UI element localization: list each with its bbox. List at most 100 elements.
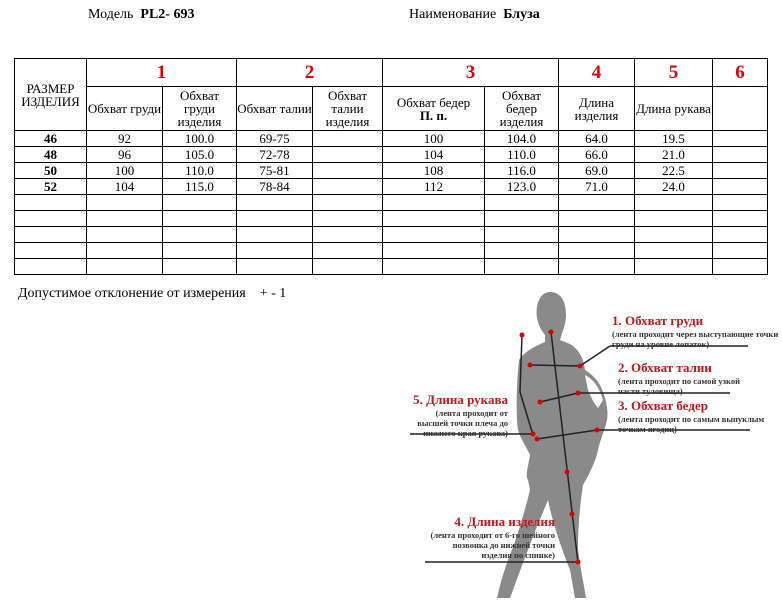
col-header: Обхват талии — [236, 86, 313, 131]
value-cell — [558, 242, 635, 259]
measure-2: 2. Обхват талии(лента проходит по самой … — [618, 360, 758, 396]
measure-5-desc: (лента проходит от высшей точки плеча до… — [417, 408, 508, 438]
col-header-text: Обхват бедер — [396, 94, 471, 110]
value-cell — [712, 194, 768, 211]
value-cell — [712, 242, 768, 259]
size-cell — [14, 226, 87, 243]
value-cell — [484, 258, 559, 275]
value-cell — [634, 242, 713, 259]
col-header: Обхват груди изделия — [162, 86, 237, 131]
tolerance-value: + - 1 — [259, 286, 287, 301]
value-cell: 75-81 — [236, 162, 313, 179]
table-row — [14, 258, 768, 275]
value-cell: 108 — [382, 162, 485, 179]
group-6: 6 — [712, 58, 768, 87]
body-measurement-diagram — [410, 292, 750, 598]
col-header — [712, 86, 768, 131]
col-header: Длина рукава — [634, 86, 713, 131]
value-cell: 115.0 — [162, 178, 237, 195]
value-cell: 69-75 — [236, 130, 313, 147]
value-cell — [484, 242, 559, 259]
model-label: Модель — [88, 7, 134, 22]
value-cell — [558, 258, 635, 275]
value-cell — [86, 194, 163, 211]
group-4: 4 — [558, 58, 635, 87]
table-row — [14, 210, 768, 227]
value-cell: 100.0 — [162, 130, 237, 147]
value-cell: 78-84 — [236, 178, 313, 195]
size-cell: 48 — [14, 146, 87, 163]
tolerance: Допустимое отклонение от измерения + - 1 — [18, 286, 286, 302]
value-cell — [484, 194, 559, 211]
col-header: Длина изделия — [558, 86, 635, 131]
value-cell — [236, 242, 313, 259]
value-cell — [86, 226, 163, 243]
value-cell — [312, 130, 383, 147]
group-1: 1 — [86, 58, 237, 87]
col-header: Обхват талии изделия — [312, 86, 383, 131]
value-cell — [634, 258, 713, 275]
value-cell: 104 — [86, 178, 163, 195]
name-value: Блуза — [503, 7, 540, 22]
value-cell — [236, 210, 313, 227]
value-cell — [382, 210, 485, 227]
table-row — [14, 194, 768, 211]
value-cell — [162, 194, 237, 211]
value-cell — [558, 226, 635, 243]
value-cell — [86, 258, 163, 275]
value-cell: 105.0 — [162, 146, 237, 163]
value-cell — [712, 226, 768, 243]
value-cell — [382, 226, 485, 243]
value-cell — [712, 258, 768, 275]
table-row — [14, 226, 768, 243]
value-cell — [634, 226, 713, 243]
value-cell — [382, 194, 485, 211]
value-cell: 100 — [86, 162, 163, 179]
tolerance-label: Допустимое отклонение от измерения — [18, 286, 246, 301]
value-cell — [712, 162, 768, 179]
size-cell: 52 — [14, 178, 87, 195]
silhouette — [497, 292, 608, 598]
value-cell — [162, 226, 237, 243]
measure-4: 4. Длина изделия(лента проходит от 6-го … — [425, 514, 555, 560]
value-cell — [162, 242, 237, 259]
value-cell — [712, 178, 768, 195]
model-value: PL2- 693 — [140, 7, 195, 22]
col-header: Обхват бедер изделия — [484, 86, 559, 131]
size-cell — [14, 210, 87, 227]
value-cell — [382, 258, 485, 275]
size-table: РАЗМЕР ИЗДЕЛИЯ 1 2 3 4 5 6 Обхват груди … — [14, 58, 768, 275]
value-cell: 24.0 — [634, 178, 713, 195]
value-cell: 92 — [86, 130, 163, 147]
value-cell — [312, 194, 383, 211]
size-cell — [14, 194, 87, 211]
measure-2-title: 2. Обхват талии — [618, 360, 712, 375]
value-cell — [634, 210, 713, 227]
measure-4-desc: (лента проходит от 6-го шейного позвонка… — [430, 530, 555, 560]
value-cell: 66.0 — [558, 146, 635, 163]
value-cell: 96 — [86, 146, 163, 163]
measure-1-desc: (лента проходит через выступающие точки … — [612, 329, 779, 349]
value-cell — [312, 226, 383, 243]
value-cell: 19.5 — [634, 130, 713, 147]
value-cell — [312, 210, 383, 227]
value-cell — [162, 210, 237, 227]
size-header: РАЗМЕР ИЗДЕЛИЯ — [14, 58, 87, 131]
value-cell: 100 — [382, 130, 485, 147]
name-line: Наименование Блуза — [409, 7, 540, 23]
measure-3-title: 3. Обхват бедер — [618, 398, 708, 413]
group-5: 5 — [634, 58, 713, 87]
value-cell: 123.0 — [484, 178, 559, 195]
name-label: Наименование — [409, 7, 497, 22]
measure-3: 3. Обхват бедер(лента проходит по самым … — [618, 398, 782, 434]
group-3: 3 — [382, 58, 559, 87]
value-cell: 64.0 — [558, 130, 635, 147]
value-cell — [382, 242, 485, 259]
model-line: Модель PL2- 693 — [88, 7, 194, 23]
table-row — [14, 242, 768, 259]
size-cell — [14, 242, 87, 259]
value-cell — [162, 258, 237, 275]
